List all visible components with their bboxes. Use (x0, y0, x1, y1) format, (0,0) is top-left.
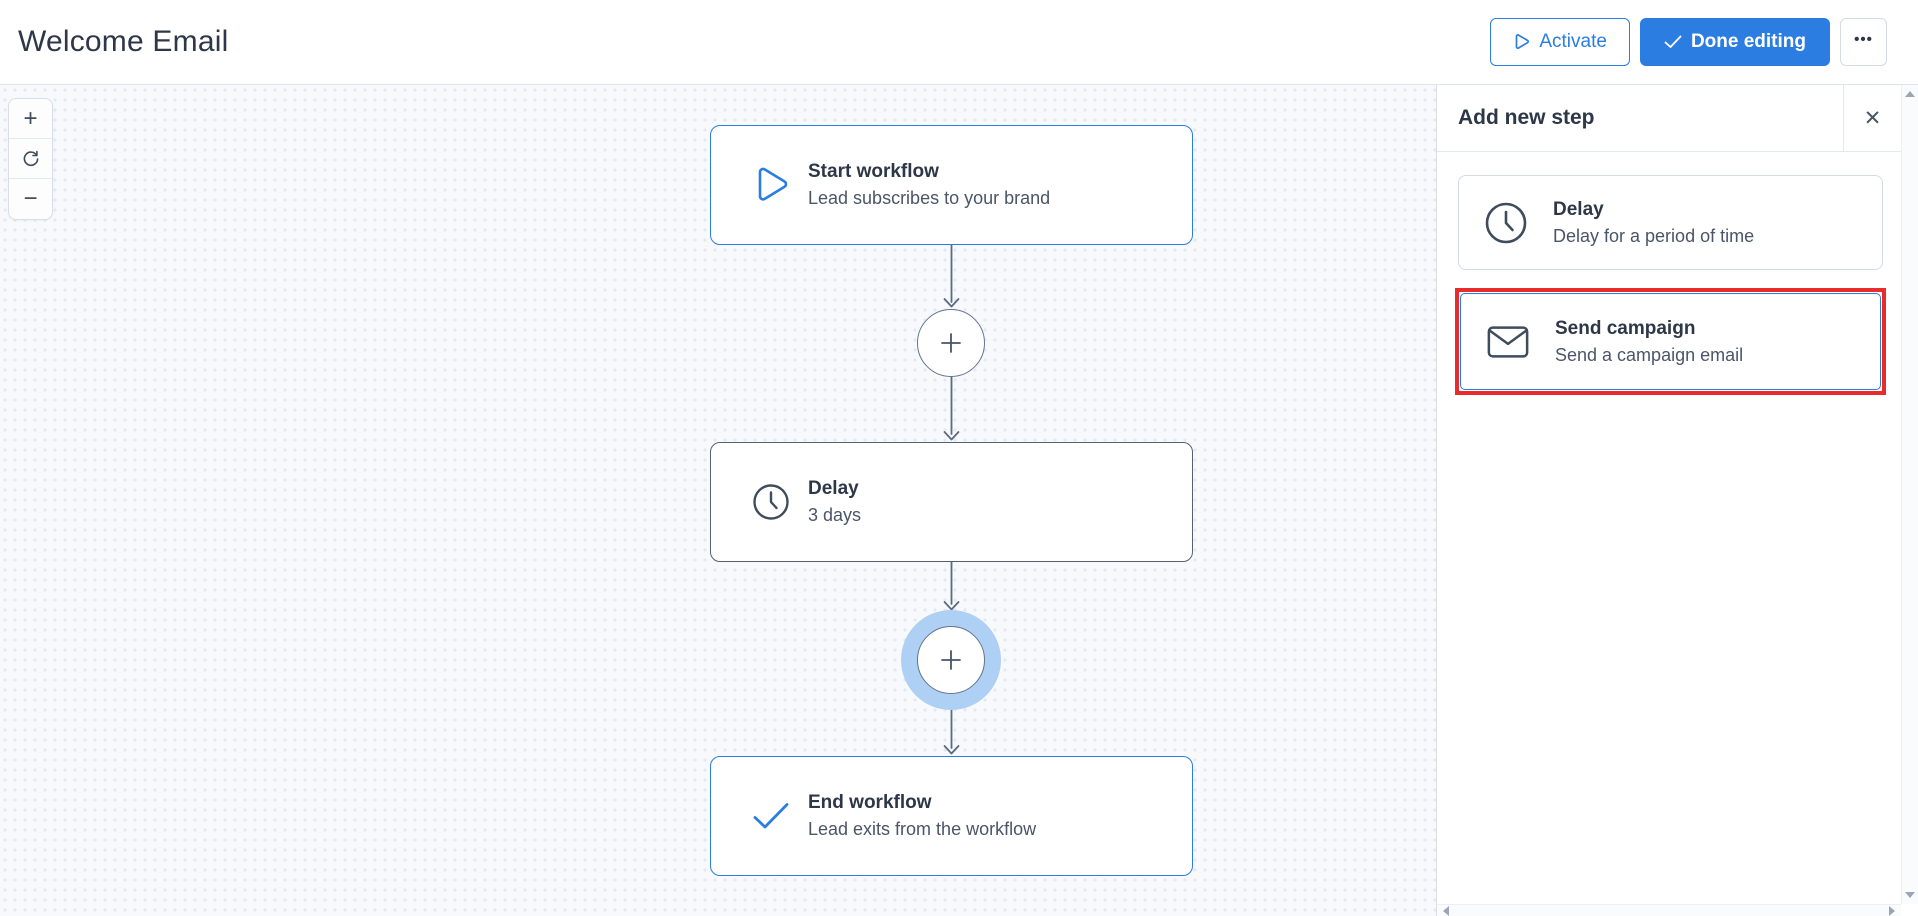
activate-button[interactable]: Activate (1490, 18, 1630, 66)
panel-title: Add new step (1458, 106, 1595, 129)
plus-icon (938, 647, 964, 673)
minus-icon: − (23, 185, 38, 212)
scroll-up-icon[interactable] (1905, 91, 1915, 97)
clock-icon (749, 483, 793, 521)
clock-icon (1484, 201, 1528, 245)
done-editing-button[interactable]: Done editing (1639, 18, 1830, 66)
zoom-in-button[interactable]: + (9, 99, 52, 139)
step-option-send-campaign[interactable]: Send campaign Send a campaign email (1460, 293, 1881, 390)
step-option-subtitle: Send a campaign email (1555, 344, 1744, 365)
main-area: + − (0, 85, 1918, 916)
check-icon (749, 800, 793, 832)
ellipsis-icon: ••• (1854, 30, 1873, 48)
add-step-panel: Add new step ✕ Delay Dela (1437, 85, 1918, 916)
workflow-canvas[interactable]: + − (0, 85, 1437, 916)
panel-body: Delay Delay for a period of time (1437, 152, 1901, 395)
reset-view-button[interactable] (9, 139, 52, 179)
topbar: Welcome Email Activate Done editing ••• (0, 0, 1918, 85)
panel-horizontal-scrollbar[interactable] (1437, 904, 1901, 916)
add-step-button-1[interactable] (917, 309, 985, 377)
step-option-delay[interactable]: Delay Delay for a period of time (1458, 175, 1883, 270)
check-icon (1664, 35, 1682, 49)
scroll-down-icon[interactable] (1905, 892, 1915, 898)
step-option-title: Delay (1553, 198, 1604, 220)
activate-label: Activate (1539, 31, 1607, 52)
node-subtitle: 3 days (808, 505, 862, 525)
panel-header: Add new step ✕ (1437, 85, 1901, 152)
scroll-left-icon[interactable] (1443, 905, 1449, 916)
step-option-subtitle: Delay for a period of time (1553, 225, 1755, 246)
red-annotation-box: Send campaign Send a campaign email (1455, 288, 1886, 395)
plus-icon: + (23, 104, 38, 132)
more-options-button[interactable]: ••• (1840, 18, 1887, 66)
page-title: Welcome Email (18, 25, 229, 58)
zoom-out-button[interactable]: − (9, 179, 52, 219)
step-option-title: Send campaign (1555, 317, 1696, 339)
node-delay[interactable]: Delay 3 days (710, 442, 1193, 562)
envelope-icon (1486, 324, 1530, 360)
node-subtitle: Lead subscribes to your brand (808, 188, 1051, 208)
play-icon (749, 165, 793, 205)
refresh-icon (21, 149, 41, 169)
plus-icon (938, 330, 964, 356)
add-step-button-2[interactable] (917, 626, 985, 694)
node-title: Start workflow (808, 161, 939, 182)
node-start-workflow[interactable]: Start workflow Lead subscribes to your b… (710, 125, 1193, 245)
node-end-workflow[interactable]: End workflow Lead exits from the workflo… (710, 756, 1193, 876)
done-editing-label: Done editing (1690, 31, 1806, 52)
close-panel-button[interactable]: ✕ (1843, 85, 1901, 151)
topbar-actions: Activate Done editing ••• (1490, 18, 1887, 66)
node-subtitle: Lead exits from the workflow (808, 819, 1037, 839)
close-icon: ✕ (1863, 106, 1882, 130)
panel-vertical-scrollbar[interactable] (1901, 85, 1918, 904)
node-title: Delay (808, 478, 859, 499)
scroll-right-icon[interactable] (1889, 905, 1895, 916)
play-icon (1513, 33, 1530, 51)
node-title: End workflow (808, 792, 932, 813)
canvas-zoom-toolbar: + − (8, 98, 53, 220)
